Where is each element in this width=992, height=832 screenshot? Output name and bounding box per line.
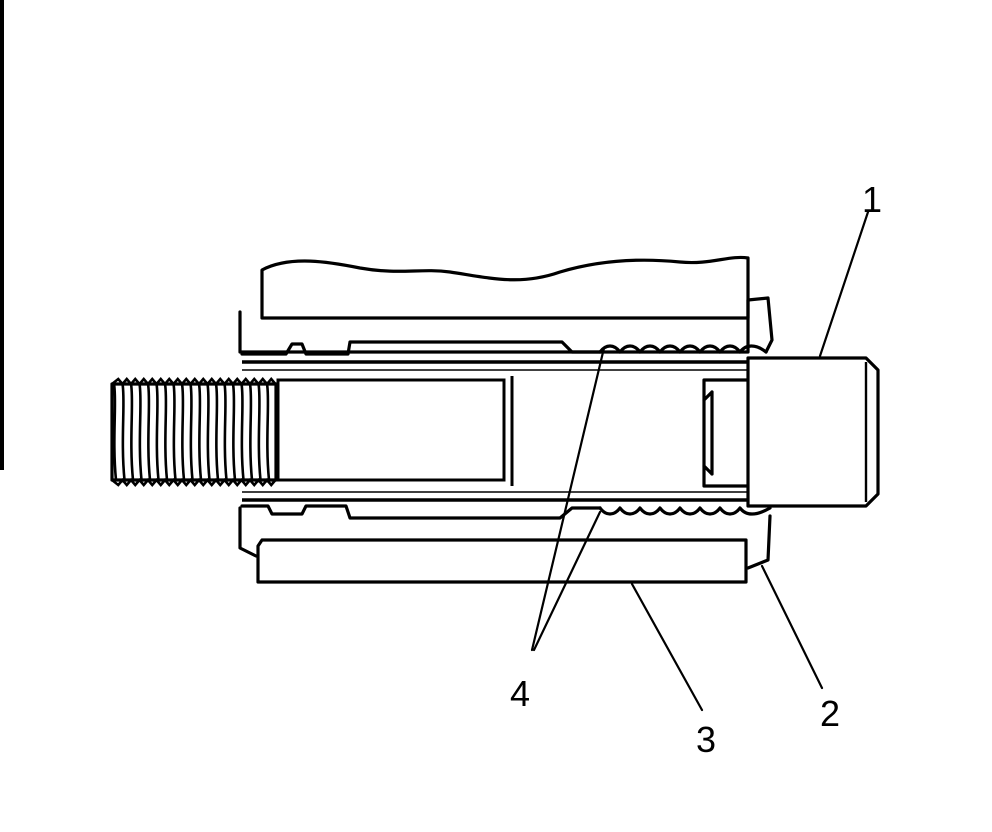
leader-line-4a xyxy=(530,346,606,652)
hex-portion xyxy=(702,378,750,488)
upper-bushing-ridges xyxy=(598,344,768,354)
thread-ridge xyxy=(121,383,126,481)
lower-bushing-ridges xyxy=(598,506,772,516)
callout-1: 1 xyxy=(862,179,882,220)
thread-ridge xyxy=(265,383,271,481)
inner-rod xyxy=(276,378,506,482)
leader-line-1 xyxy=(818,210,870,358)
forcing-screw-head xyxy=(746,356,880,508)
callout-3: 3 xyxy=(696,719,716,760)
thread-ridge xyxy=(180,383,186,481)
thread-ridge xyxy=(129,383,135,481)
callout-2: 2 xyxy=(820,693,840,734)
thread-ridge xyxy=(248,383,254,481)
thread-ridge xyxy=(155,383,160,481)
leader-line-3 xyxy=(630,582,704,712)
leader-line-2 xyxy=(760,564,824,690)
thread-ridge xyxy=(197,383,203,481)
bracket-outline xyxy=(238,296,774,354)
thread-ridge xyxy=(231,383,237,481)
thread-ridge xyxy=(206,383,211,481)
thread-ridge xyxy=(214,383,220,481)
thread-ridge xyxy=(257,383,262,481)
thread-ridge xyxy=(146,383,152,481)
thread-ridge xyxy=(112,383,118,481)
thread-ridge xyxy=(240,383,245,481)
lower-housing xyxy=(256,538,748,584)
upper-housing xyxy=(260,255,750,320)
callout-4: 4 xyxy=(510,673,530,714)
thread-ridge xyxy=(223,383,228,481)
bracket-outline-lower xyxy=(238,506,772,570)
upper-sleeve xyxy=(240,340,602,356)
thread-ridge xyxy=(189,383,194,481)
threaded-rod xyxy=(110,376,278,488)
lower-sleeve xyxy=(240,504,602,520)
thread-ridge xyxy=(163,383,169,481)
thread-ridge xyxy=(138,383,143,481)
leader-line-4b xyxy=(532,510,602,652)
thread-ridge xyxy=(172,383,177,481)
thread-edge-bottom xyxy=(111,477,277,488)
thread-edge-top xyxy=(111,376,277,387)
